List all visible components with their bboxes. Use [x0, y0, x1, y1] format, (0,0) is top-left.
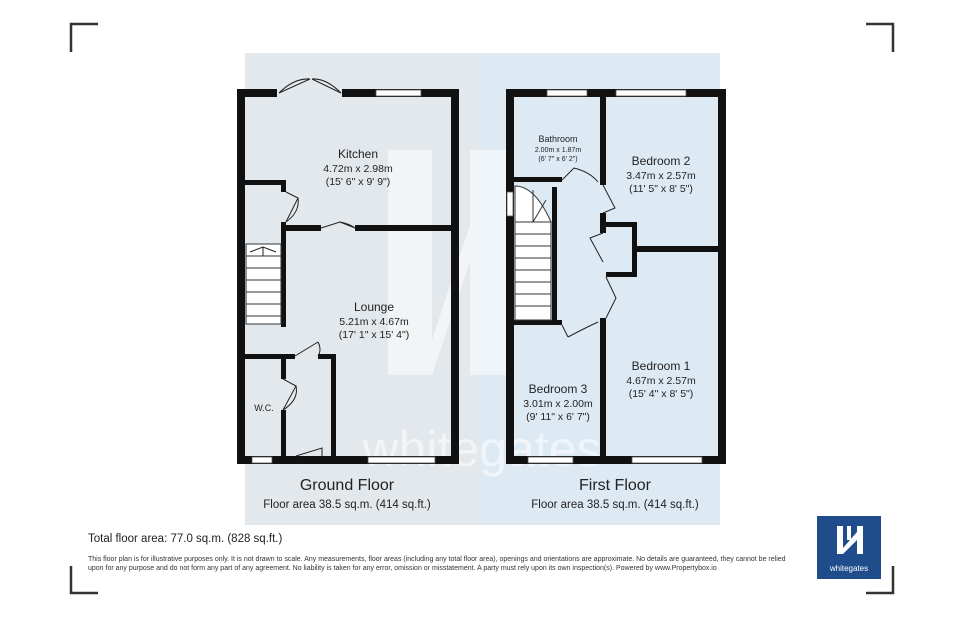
wc-label: W.C.	[254, 403, 274, 413]
watermark: whitegates	[361, 150, 602, 477]
door	[285, 191, 299, 223]
bedroom1-imperial: (15' 4" x 8' 5")	[629, 388, 694, 400]
door	[605, 276, 617, 319]
kitchen-metric: 4.72m x 2.98m	[323, 163, 393, 175]
disclaimer: This floor plan is for illustrative purp…	[88, 556, 786, 572]
bathroom-imperial: (6' 7" x 6' 2")	[538, 156, 577, 163]
ground-floor-title: Ground Floor	[300, 477, 395, 494]
staircase	[514, 185, 552, 321]
staircase	[245, 243, 282, 325]
window	[506, 191, 514, 217]
door	[561, 321, 599, 338]
logo-text: whitegates	[829, 564, 869, 573]
bedroom2-label: Bedroom 2	[632, 154, 691, 168]
bedroom3-label: Bedroom 3	[529, 382, 588, 396]
window	[375, 89, 422, 97]
bedroom3-imperial: (9' 11" x 6' 7")	[526, 411, 590, 423]
ground-floor-plan: Kitchen 4.72m x 2.98m (15' 6" x 9' 9") L…	[237, 78, 459, 464]
first-floor-area: Floor area 38.5 sq.m. (414 sq.ft.)	[531, 499, 699, 511]
door	[294, 341, 321, 357]
window	[527, 456, 574, 464]
french-door	[278, 78, 342, 94]
lounge-label: Lounge	[354, 300, 394, 314]
bedroom2-metric: 3.47m x 2.57m	[626, 170, 696, 182]
window	[546, 89, 588, 97]
window	[631, 456, 703, 464]
door	[589, 232, 604, 263]
bedroom3-metric: 3.01m x 2.00m	[523, 398, 593, 410]
door	[295, 447, 323, 457]
crop-marks	[69, 22, 895, 595]
bedroom1-metric: 4.67m x 2.57m	[626, 375, 696, 387]
door	[282, 378, 297, 411]
lounge-imperial: (17' 1" x 15' 4")	[339, 329, 409, 341]
kitchen-label: Kitchen	[338, 147, 378, 161]
ground-floor-area: Floor area 38.5 sq.m. (414 sq.ft.)	[263, 499, 431, 511]
watermark-text: whitegates	[361, 421, 601, 477]
whitegates-logo: whitegates	[817, 516, 881, 579]
window	[367, 456, 436, 464]
door	[320, 221, 356, 229]
window	[615, 89, 687, 97]
bathroom-label: Bathroom	[538, 134, 577, 144]
door	[561, 167, 599, 183]
window	[251, 456, 273, 464]
whitegates-logo-icon	[837, 526, 863, 554]
total-floor-area: Total floor area: 77.0 sq.m. (828 sq.ft.…	[88, 533, 283, 545]
lounge-metric: 5.21m x 4.67m	[339, 316, 409, 328]
bedroom2-imperial: (11' 5" x 8' 5")	[629, 183, 693, 195]
bedroom1-label: Bedroom 1	[632, 359, 691, 373]
first-floor-plan: Bathroom 2.00m x 1.87m (6' 7" x 6' 2") B…	[506, 89, 726, 464]
bathroom-metric: 2.00m x 1.87m	[535, 147, 581, 154]
first-floor-title: First Floor	[579, 477, 652, 494]
kitchen-imperial: (15' 6" x 9' 9")	[326, 176, 391, 188]
door	[602, 184, 616, 214]
